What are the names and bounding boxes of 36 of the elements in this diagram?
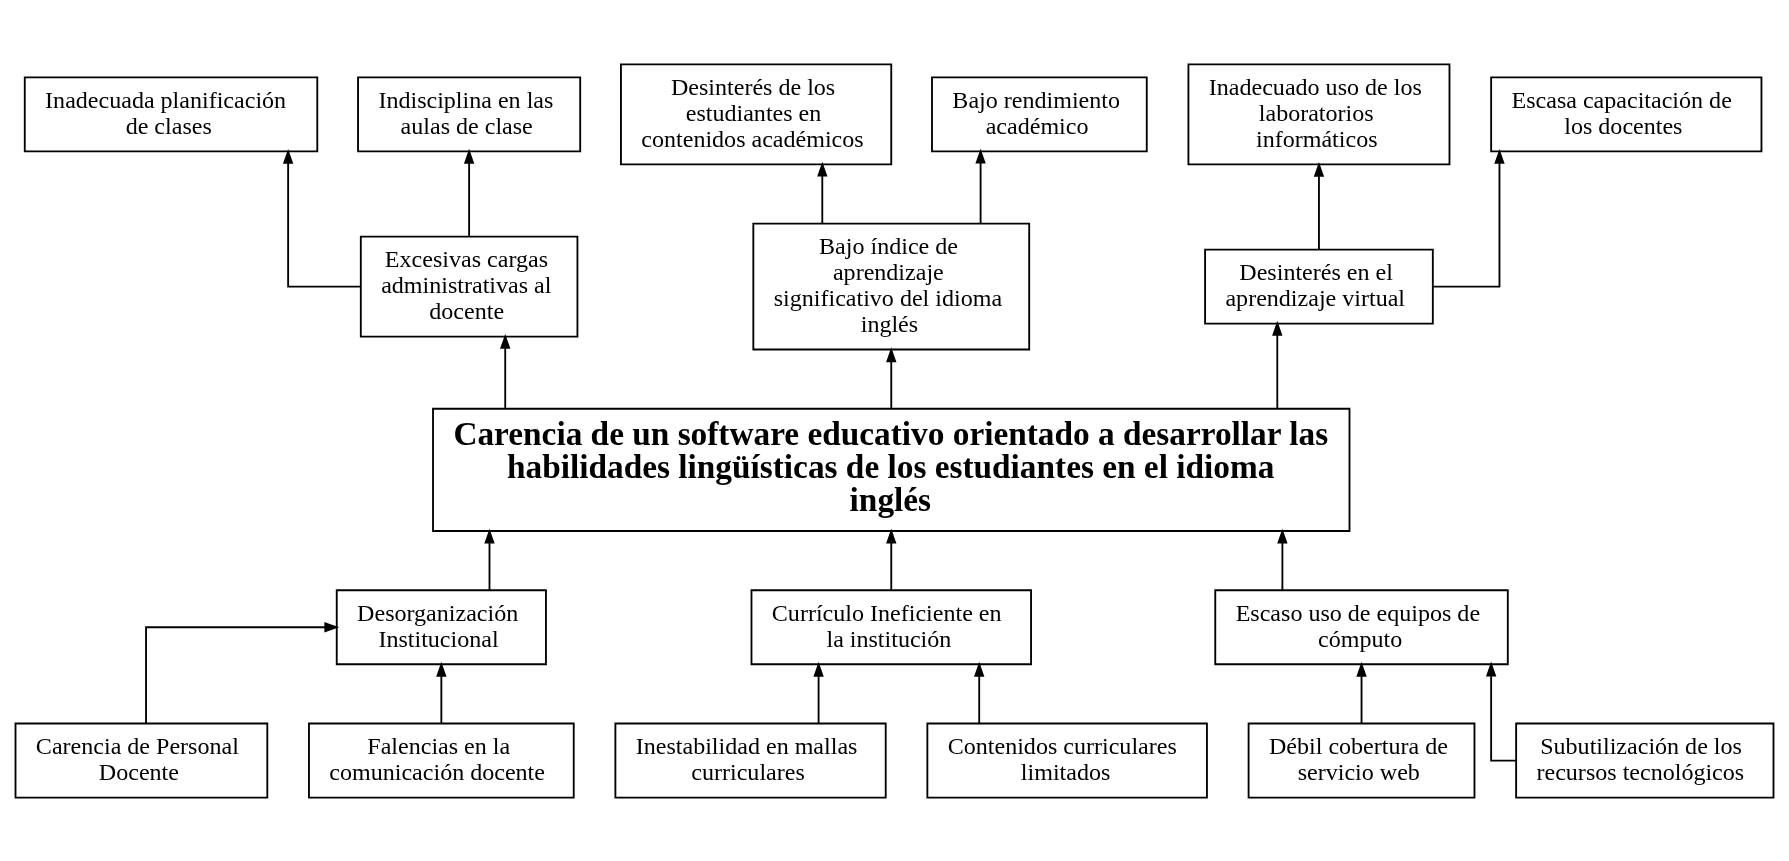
node-box: Carencia de Personal Docente (14, 722, 269, 798)
arrow (145, 621, 340, 724)
node-box: Escasa capacitación de los docentes (1490, 75, 1763, 152)
arrow (813, 661, 824, 724)
node-box: Currículo Ineficiente en la institución (750, 588, 1032, 665)
node-box: Inadecuado uso de los laboratorios informáticos (1187, 63, 1451, 165)
arrow (436, 661, 447, 724)
node-box: Carencia de un software educativo orientado a desarrollar las habilidades lingüísticas de los estudiantes en el idioma inglés (432, 407, 1351, 532)
node-box: Inestabilidad en mallas curriculares (614, 722, 887, 798)
node-box: Desinterés en el aprendizaje virtual (1204, 248, 1434, 325)
node-box: Contenidos curriculares limitados (926, 722, 1208, 798)
node-box: Inadecuada planificación de clases (23, 75, 319, 152)
arrow (974, 661, 985, 724)
arrow (886, 528, 897, 591)
node-box: Desinterés de los estudiantes en contenidos académicos (620, 63, 893, 165)
node-box: Bajo índice de aprendizaje significativo del idioma inglés (752, 222, 1031, 350)
node-box: Escaso uso de equipos de cómputo (1214, 588, 1509, 665)
arrow (1356, 661, 1367, 724)
node-box: Falencias en la comunicación docente (308, 722, 575, 798)
node-box: Débil cobertura de servicio web (1247, 722, 1476, 798)
arrow (975, 148, 986, 224)
node-box: Indisciplina en las aulas de clase (357, 75, 582, 152)
node-box: Bajo rendimiento académico (931, 75, 1148, 152)
arrow (463, 148, 475, 237)
arrow (282, 148, 362, 287)
node-box: Subutilización de los recursos tecnológicos (1515, 722, 1775, 798)
arrow (817, 161, 828, 224)
arrow (1313, 161, 1325, 250)
node-box: Excesivas cargas administrativas al docente (359, 235, 579, 337)
arrow (886, 346, 897, 409)
node-box: Desorganización Institucional (335, 588, 547, 665)
arrow (1277, 528, 1288, 591)
arrow (500, 333, 511, 409)
arrow (1432, 148, 1505, 287)
arrow (1272, 320, 1283, 409)
arrow (484, 528, 495, 591)
